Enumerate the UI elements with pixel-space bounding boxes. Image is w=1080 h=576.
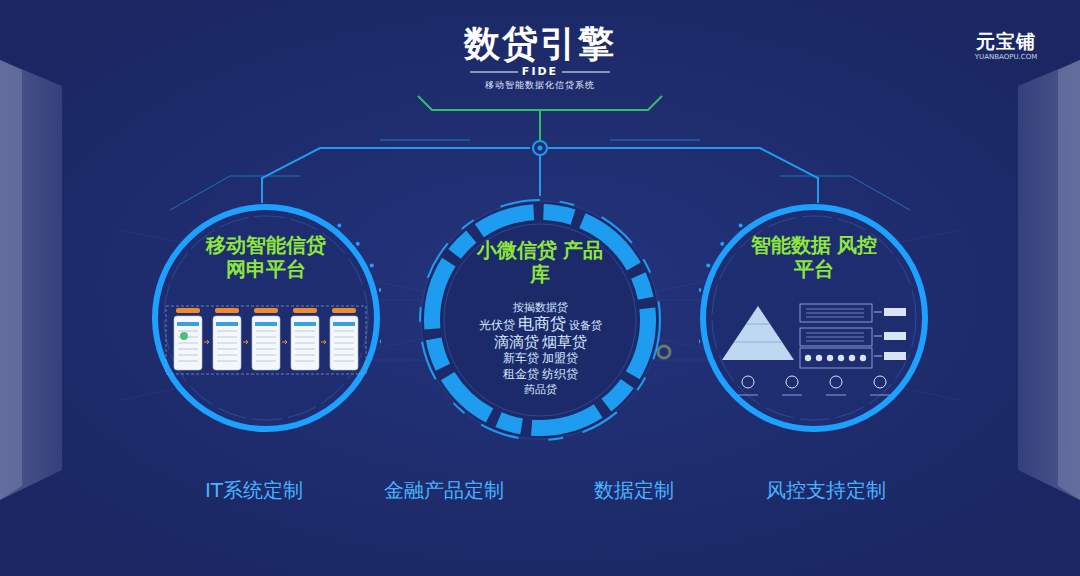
hub bbox=[538, 146, 543, 151]
phone-mockup bbox=[330, 316, 358, 370]
product-name: 药品贷 bbox=[524, 382, 557, 398]
service-label: 数据定制 bbox=[594, 478, 674, 502]
pyramid bbox=[722, 306, 794, 360]
phone-mockup bbox=[213, 316, 241, 370]
segment-ring bbox=[432, 212, 648, 428]
subtitle: 移动智能数据化信贷系统 bbox=[485, 80, 595, 91]
title: 数贷引擎 bbox=[464, 20, 616, 69]
side-panel bbox=[1058, 60, 1080, 500]
phone-mockup bbox=[291, 316, 319, 370]
circle-title: 智能数据 风控平台 bbox=[744, 233, 884, 281]
text-block: 小微信贷 产品库按揭数据贷光伏贷电商贷设备贷滴滴贷烟草贷新车贷加盟贷租金贷纺织贷… bbox=[418, 238, 662, 398]
title-bracket bbox=[418, 96, 662, 140]
product-list: 按揭数据贷光伏贷电商贷设备贷滴滴贷烟草贷新车贷加盟贷租金贷纺织贷药品贷 bbox=[418, 300, 662, 398]
product-name: 烟草贷 bbox=[542, 334, 587, 350]
hub bbox=[533, 141, 547, 155]
phone-mockup bbox=[252, 316, 280, 370]
icon bbox=[786, 376, 798, 388]
product-row: 药品贷 bbox=[418, 382, 662, 398]
dot bbox=[658, 346, 670, 358]
side-panel bbox=[0, 60, 22, 500]
text-block: 移动智能信贷 网申平台 bbox=[151, 233, 381, 281]
product-name: 电商贷 bbox=[518, 316, 566, 332]
circle-title: 移动智能信贷 网申平台 bbox=[196, 233, 336, 281]
ring bbox=[703, 207, 925, 429]
data-box bbox=[800, 304, 872, 322]
service-label: 风控支持定制 bbox=[766, 478, 886, 502]
subtitle-code: FIDE bbox=[522, 65, 558, 78]
screen-frame bbox=[166, 306, 366, 374]
service-label: 金融产品定制 bbox=[384, 478, 504, 502]
tree-lines bbox=[170, 140, 910, 210]
circle-title: 小微信贷 产品库 bbox=[470, 238, 610, 286]
platform-circle: 智能数据 风控平台 bbox=[699, 203, 929, 433]
ring bbox=[155, 207, 377, 429]
phone-mockup bbox=[174, 316, 202, 370]
product-name: 设备贷 bbox=[569, 318, 602, 334]
text-block: 智能数据 风控平台 bbox=[699, 233, 929, 281]
product-row: 滴滴贷烟草贷 bbox=[418, 334, 662, 350]
product-row: 光伏贷电商贷设备贷 bbox=[418, 316, 662, 334]
product-name: 新车贷 bbox=[503, 350, 539, 366]
platform-circle: 移动智能信贷 网申平台 bbox=[151, 203, 381, 433]
product-row: 租金贷纺织贷 bbox=[418, 366, 662, 382]
logo-url: YUANBAOPU.COM bbox=[975, 53, 1037, 61]
icon bbox=[830, 376, 842, 388]
product-name: 按揭数据贷 bbox=[513, 300, 568, 316]
product-name: 租金贷 bbox=[503, 366, 539, 382]
product-row: 新车贷加盟贷 bbox=[418, 350, 662, 366]
data-box bbox=[800, 348, 872, 368]
product-name: 光伏贷 bbox=[479, 317, 515, 333]
side-panel bbox=[1018, 60, 1080, 500]
side-panel bbox=[0, 60, 62, 500]
logo: 元宝铺 bbox=[976, 30, 1036, 53]
icon bbox=[742, 376, 754, 388]
product-name: 加盟贷 bbox=[542, 350, 578, 366]
icon bbox=[874, 376, 886, 388]
product-row: 按揭数据贷 bbox=[418, 300, 662, 316]
service-label: IT系统定制 bbox=[205, 478, 303, 502]
platform-circle: 小微信贷 产品库按揭数据贷光伏贷电商贷设备贷滴滴贷烟草贷新车贷加盟贷租金贷纺织贷… bbox=[418, 198, 662, 442]
data-box bbox=[800, 328, 872, 346]
product-name: 滴滴贷 bbox=[494, 334, 539, 350]
product-name: 纺织贷 bbox=[542, 366, 578, 382]
